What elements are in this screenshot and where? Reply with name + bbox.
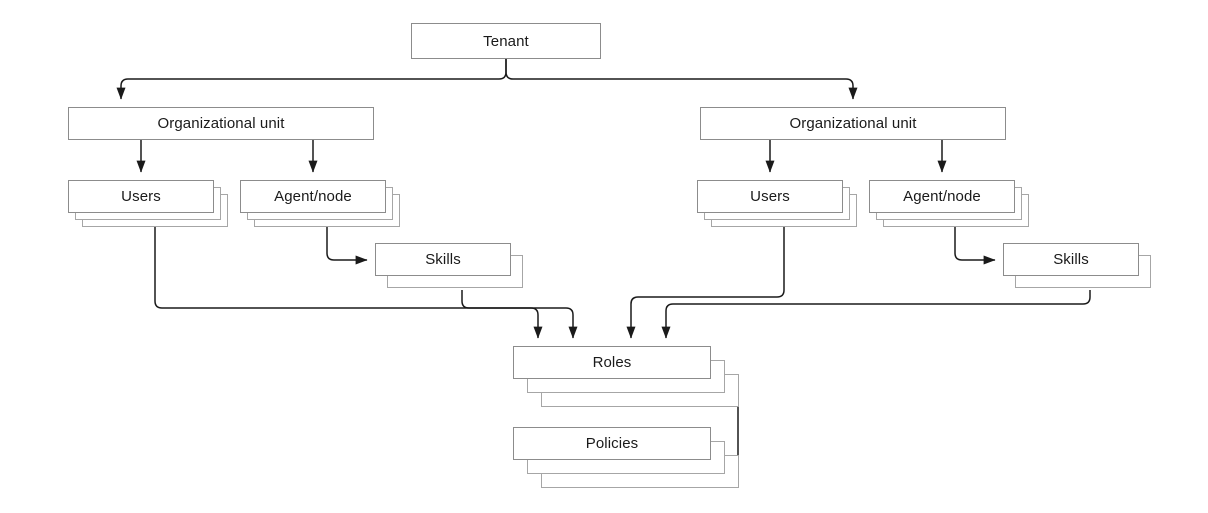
node-agent-node-right-face: Agent/node	[869, 180, 1015, 213]
edge-skills-left-to-roles	[461, 290, 578, 339]
edge-skills-right-to-roles	[661, 290, 1091, 339]
node-organizational-unit-right[interactable]: Organizational unit	[700, 107, 1006, 140]
node-tenant-label: Tenant	[483, 32, 529, 50]
edge-tenant-to-org-unit-right	[505, 59, 858, 100]
node-skills-left-face: Skills	[375, 243, 511, 276]
node-users-left-label: Users	[121, 188, 161, 205]
node-tenant[interactable]: Tenant	[411, 23, 601, 59]
node-organizational-unit-right-label: Organizational unit	[789, 115, 917, 132]
node-organizational-unit-right-face: Organizational unit	[700, 107, 1006, 140]
node-policies-label: Policies	[585, 435, 639, 452]
node-agent-node-right-label: Agent/node	[903, 188, 981, 205]
node-organizational-unit-left-face: Organizational unit	[68, 107, 374, 140]
node-policies-face: Policies	[513, 427, 711, 460]
edge-tenant-to-org-unit-left	[116, 59, 507, 100]
node-skills-left-label: Skills	[425, 251, 461, 268]
node-users-right-label: Users	[750, 188, 790, 205]
node-users-right[interactable]: Users	[697, 180, 857, 227]
node-users-right-face: Users	[697, 180, 843, 213]
node-roles-face: Roles	[513, 346, 711, 379]
node-users-left-face: Users	[68, 180, 214, 213]
node-agent-node-left-label: Agent/node	[274, 188, 352, 205]
node-agent-node-right[interactable]: Agent/node	[869, 180, 1029, 227]
edge-users-right-to-roles	[626, 227, 785, 339]
edge-agent-node-right-to-skills-right	[954, 227, 996, 265]
node-roles-label: Roles	[592, 354, 632, 371]
node-agent-node-left[interactable]: Agent/node	[240, 180, 400, 227]
node-skills-left[interactable]: Skills	[375, 243, 525, 290]
node-organizational-unit-left-label: Organizational unit	[157, 115, 285, 132]
node-policies[interactable]: Policies	[513, 427, 739, 488]
node-agent-node-left-face: Agent/node	[240, 180, 386, 213]
node-organizational-unit-left[interactable]: Organizational unit	[68, 107, 374, 140]
node-skills-right-label: Skills	[1053, 251, 1089, 268]
node-users-left[interactable]: Users	[68, 180, 228, 227]
node-roles[interactable]: Roles	[513, 346, 739, 407]
node-skills-right[interactable]: Skills	[1003, 243, 1153, 290]
edge-agent-node-left-to-skills-left	[326, 227, 368, 265]
node-skills-right-face: Skills	[1003, 243, 1139, 276]
node-tenant-face: Tenant	[411, 23, 601, 59]
